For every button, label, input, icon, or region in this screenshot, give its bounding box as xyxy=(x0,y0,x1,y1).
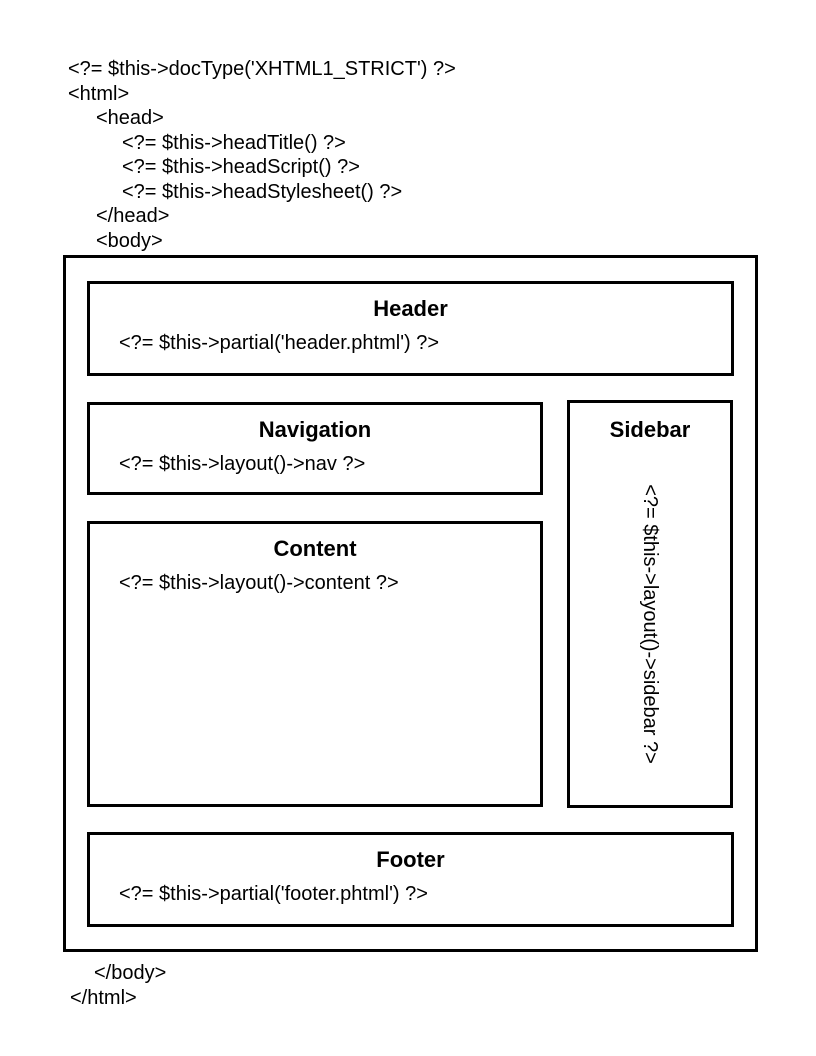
footer-region-code: <?= $this->partial('footer.phtml') ?> xyxy=(119,883,428,905)
code-line-head-title: <?= $this->headTitle() ?> xyxy=(122,131,346,154)
xhtml-skeleton-code-bottom: </body> </html> xyxy=(68,961,166,1010)
code-line-head-stylesheet: <?= $this->headStylesheet() ?> xyxy=(122,180,403,203)
code-line-html-close: </html> xyxy=(70,986,137,1009)
header-region-title: Header xyxy=(373,296,448,321)
code-line-head-script: <?= $this->headScript() ?> xyxy=(122,156,360,178)
sidebar-region-box: Sidebar <?= $this->layout()->sidebar ?> xyxy=(567,400,733,808)
code-line-html-open: <html> xyxy=(68,82,130,105)
content-region-title: Content xyxy=(273,536,357,561)
content-region-box: Content <?= $this->layout()->content ?> xyxy=(87,521,543,807)
header-region-box: Header <?= $this->partial('header.phtml'… xyxy=(87,281,734,376)
code-line-head-open: <head> xyxy=(96,107,164,129)
body-layout-outer-box: Header <?= $this->partial('header.phtml'… xyxy=(63,255,758,952)
navigation-region-title: Navigation xyxy=(258,417,372,442)
footer-region-title: Footer xyxy=(376,847,445,872)
code-line-doctype: <?= $this->docType('XHTML1_STRICT') ?> xyxy=(68,58,456,80)
footer-region-box: Footer <?= $this->partial('footer.phtml'… xyxy=(87,832,734,927)
sidebar-region-code: <?= $this->layout()->sidebar ?> xyxy=(639,484,661,764)
navigation-region-code: <?= $this->layout()->nav ?> xyxy=(119,453,366,475)
navigation-region-box: Navigation <?= $this->layout()->nav ?> xyxy=(87,402,543,495)
code-line-head-close: </head> xyxy=(96,205,170,227)
sidebar-region-title: Sidebar xyxy=(609,417,691,442)
xhtml-skeleton-code-top: <?= $this->docType('XHTML1_STRICT') ?> <… xyxy=(68,57,456,253)
code-line-body-open: <body> xyxy=(96,229,163,252)
content-region-code: <?= $this->layout()->content ?> xyxy=(119,572,399,594)
code-line-body-close: </body> xyxy=(94,962,167,984)
header-region-code: <?= $this->partial('header.phtml') ?> xyxy=(119,332,440,354)
